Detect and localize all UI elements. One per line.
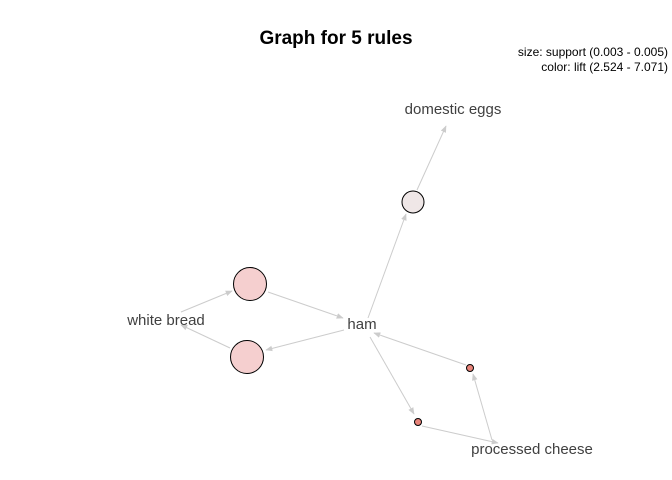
item-label-white-bread[interactable]: white bread: [126, 312, 205, 329]
edge-rule-3-to-white-bread: [180, 324, 231, 349]
rule-node-4[interactable]: [466, 364, 474, 372]
rule-node-2[interactable]: [233, 267, 267, 301]
rule-node-3[interactable]: [230, 340, 264, 374]
item-label-ham[interactable]: ham: [347, 316, 376, 333]
edge-ham-to-rule-5: [369, 336, 415, 415]
edge-ham-to-rule-1: [367, 213, 407, 319]
edge-rule-2-to-ham: [267, 291, 344, 319]
edge-rule-1-to-domestic-eggs: [416, 125, 447, 191]
graph-title: Graph for 5 rules: [259, 28, 413, 49]
rule-node-1[interactable]: [401, 190, 425, 214]
item-label-domestic-eggs[interactable]: domestic eggs: [405, 101, 502, 118]
edge-rule-5-to-processed-cheese: [421, 425, 499, 445]
legend: size: support (0.003 - 0.005) color: lif…: [518, 45, 668, 75]
legend-size: size: support (0.003 - 0.005): [517, 45, 668, 59]
edge-rule-4-to-ham: [373, 332, 467, 366]
edge-white-bread-to-rule-2: [180, 290, 233, 313]
edge-ham-to-rule-3: [265, 329, 345, 352]
legend-color: color: lift (2.524 - 7.071): [541, 60, 668, 74]
item-label-processed-cheese[interactable]: processed cheese: [471, 441, 593, 458]
rule-node-5[interactable]: [414, 418, 422, 426]
edge-processed-cheese-to-rule-4: [472, 373, 493, 441]
